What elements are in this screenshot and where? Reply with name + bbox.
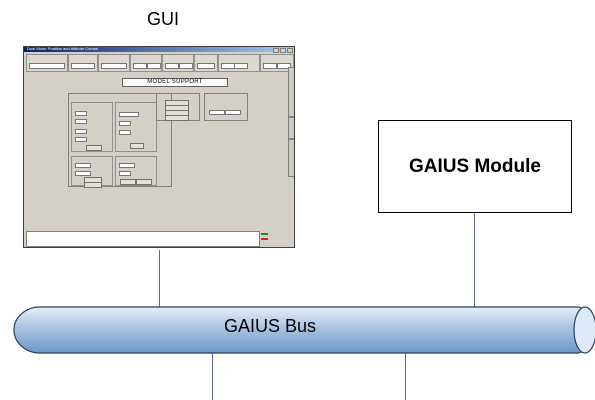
subpanel-button — [136, 179, 152, 185]
close-icon — [287, 48, 293, 53]
gaius-module-box: GAIUS Module — [378, 120, 572, 213]
gaius-module-label: GAIUS Module — [409, 155, 541, 177]
readout-panel — [194, 54, 218, 72]
subpanel-button — [120, 179, 136, 185]
status-led-red — [261, 238, 268, 240]
side-tabs — [288, 67, 294, 217]
gui-bus-connector — [159, 250, 160, 307]
readout-panel — [218, 54, 260, 72]
step-subpanel — [115, 156, 157, 186]
model-support-title: MODEL SUPPORT — [122, 78, 228, 87]
gui-titlebar: Dual Motor Position and Attitude Control — [24, 46, 294, 53]
minimize-icon — [273, 48, 279, 53]
readout-panel — [260, 54, 294, 72]
command-button — [165, 115, 189, 121]
status-panel — [204, 93, 248, 121]
side-tab — [288, 139, 294, 177]
status-led-green — [261, 233, 268, 235]
window-controls — [273, 48, 293, 53]
subpanel-button — [84, 182, 102, 188]
speed-subpanel — [71, 156, 113, 188]
maximize-icon — [280, 48, 286, 53]
bus-drop-connector-left — [212, 352, 213, 400]
gui-window-title: Dual Motor Position and Attitude Control — [27, 46, 99, 51]
gui-readout-row — [26, 54, 294, 72]
gaius-bus-label: GAIUS Bus — [223, 316, 317, 336]
readout-panel — [130, 54, 162, 72]
bus-drop-connector-right — [405, 352, 406, 400]
bus-end-cap — [573, 306, 595, 354]
gui-screenshot: Dual Motor Position and Attitude Control… — [23, 46, 295, 248]
readout-panel — [98, 54, 130, 72]
command-panel — [156, 93, 200, 121]
readout-panel — [68, 54, 98, 72]
side-tab — [288, 67, 294, 117]
gui-label: GUI — [146, 9, 179, 29]
readout-panel — [162, 54, 194, 72]
subpanel-button — [130, 143, 144, 149]
axis-subpanel — [115, 102, 157, 152]
side-tab — [288, 117, 294, 139]
control-panel — [68, 93, 172, 188]
module-bus-connector — [474, 213, 475, 307]
subpanel-button — [86, 145, 102, 151]
readout-panel — [26, 54, 68, 72]
axis-subpanel — [71, 102, 113, 152]
log-output-area — [26, 231, 260, 247]
